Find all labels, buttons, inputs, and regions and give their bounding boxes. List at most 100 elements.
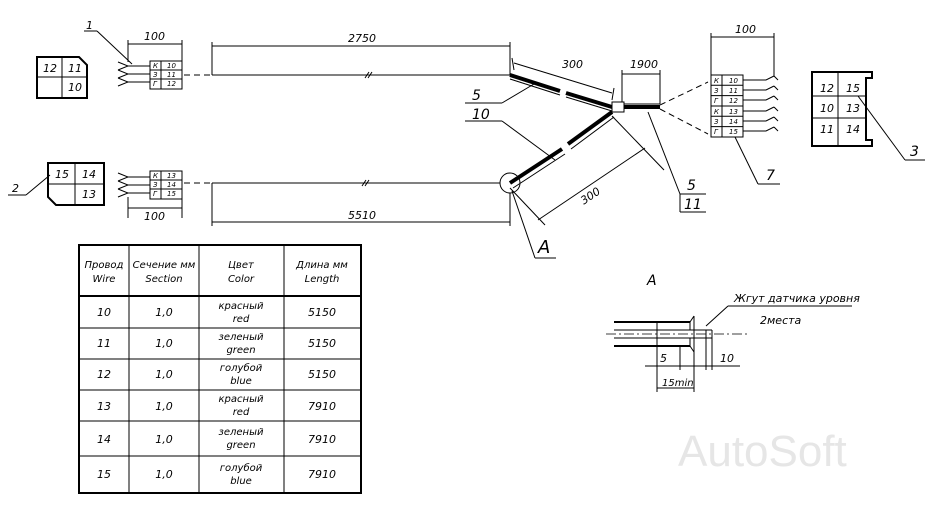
detail-harness-label: Жгут датчика уровня — [733, 292, 860, 305]
table-cell-wire: 11 — [97, 337, 111, 350]
table-cell-color: красный — [219, 301, 264, 312]
detail-dimension: 15min — [662, 378, 694, 389]
table-cell-length: 7910 — [308, 433, 336, 446]
callout-5-10: 5 10 — [465, 83, 556, 161]
plug-pin: 10 — [68, 81, 82, 94]
terminal-code: З — [153, 71, 158, 79]
terminal-code: З — [714, 87, 719, 95]
table-cell-length: 7910 — [308, 468, 336, 481]
table-header: Сечение мм — [133, 260, 196, 271]
branch-lower: 300 — [499, 110, 665, 226]
table-cell-section: 1,0 — [155, 433, 173, 446]
plug-pin: 12 — [820, 82, 834, 95]
table-cell-color: красный — [219, 394, 264, 405]
table-cell-color: голубой — [220, 462, 263, 474]
table-cell-color: blue — [230, 376, 252, 387]
terminal-wire: 11 — [167, 71, 176, 79]
plug-pin: 15 — [55, 168, 69, 181]
table-cell-color: зеленый — [219, 332, 264, 343]
plug-bottom-left: 15 14 13 — [47, 162, 105, 206]
callout-view-a: A — [511, 190, 556, 259]
table-cell-section: 1,0 — [155, 368, 173, 381]
terminal-code: К — [153, 62, 159, 70]
terminal-wire: 14 — [729, 118, 738, 126]
table-cell-wire: 13 — [97, 400, 111, 413]
terminal-bottom: К 13 З 14 Г 15 100 — [117, 170, 183, 223]
table-header: Цвет — [228, 260, 255, 271]
callout-5-11: 5 11 — [647, 111, 706, 213]
detail-dimension: 5 — [660, 352, 667, 365]
terminal-wire: 15 — [167, 190, 176, 198]
table-cell-wire: 14 — [97, 433, 111, 446]
terminal-code: Г — [153, 190, 158, 198]
table-header: Section — [145, 274, 182, 285]
terminal-wire: 13 — [729, 108, 738, 116]
detail-a: A 5 10 15min Жгут датчика уровня 2места — [606, 273, 860, 392]
terminal-wire: 14 — [167, 181, 176, 189]
terminal-code: З — [714, 118, 719, 126]
terminal-code: Г — [714, 128, 719, 136]
table-cell-color: green — [226, 345, 255, 356]
callout-label: 7 — [766, 168, 775, 184]
callout-2: 2 — [8, 174, 51, 196]
callout-label: 3 — [910, 144, 919, 160]
table-cell-section: 1,0 — [155, 337, 173, 350]
watermark: AutoSoft — [678, 427, 847, 476]
table-cell-section: 1,0 — [155, 400, 173, 413]
terminal-right: К 10 З 11 Г 12 К 13 З 14 Г 15 100 7 — [710, 23, 780, 185]
plug-pin: 11 — [820, 123, 834, 136]
callout-label: 2 — [12, 182, 19, 195]
table-cell-length: 5150 — [308, 306, 336, 319]
detail-title: A — [646, 273, 657, 289]
table-cell-section: 1,0 — [155, 468, 173, 481]
plug-right: 12 15 10 13 11 14 3 — [811, 71, 925, 161]
branch-upper: 300 — [509, 57, 615, 112]
callout-label: 1 — [86, 19, 93, 32]
bottom-wire: 5510 — [184, 179, 511, 226]
terminal-wire: 12 — [729, 97, 738, 105]
terminal-wire: 11 — [729, 87, 738, 95]
terminal-code: З — [153, 181, 158, 189]
plug-pin: 12 — [43, 62, 57, 75]
callout-label: 10 — [472, 107, 490, 123]
top-wire: 2750 — [184, 32, 511, 79]
table-cell-color: голубой — [220, 362, 263, 374]
detail-dimension: 10 — [720, 352, 734, 365]
fanout-dashes — [659, 81, 709, 135]
table-cell-color: зеленый — [219, 427, 264, 438]
terminal-wire: 12 — [167, 80, 176, 88]
plug-pin: 15 — [846, 82, 860, 95]
terminal-code: Г — [714, 97, 719, 105]
terminal-code: К — [153, 172, 159, 180]
plug-pin: 14 — [846, 123, 860, 136]
dimension-label: 100 — [735, 23, 756, 36]
plug-pin: 13 — [82, 188, 96, 201]
terminal-code: К — [714, 108, 720, 116]
dimension-label: 2750 — [348, 32, 376, 45]
table-cell-wire: 10 — [97, 306, 111, 319]
table-cell-wire: 15 — [97, 468, 111, 481]
callout-label: 11 — [684, 197, 702, 213]
table-cell-length: 5150 — [308, 337, 336, 350]
plug-pin: 10 — [820, 102, 834, 115]
terminal-wire: 13 — [167, 172, 176, 180]
table-cell-color: red — [233, 314, 250, 325]
terminal-code: К — [714, 77, 720, 85]
dimension-label: 100 — [144, 30, 165, 43]
junction: 1900 — [611, 58, 661, 113]
table-cell-color: green — [226, 440, 255, 451]
table-cell-length: 5150 — [308, 368, 336, 381]
table-header: Color — [228, 274, 255, 285]
table-header: Wire — [93, 274, 116, 285]
detail-places-label: 2места — [760, 314, 802, 327]
plug-pin: 11 — [68, 62, 82, 75]
plug-pin: 14 — [82, 168, 96, 181]
table-header: Length — [305, 274, 340, 285]
terminal-wire: 15 — [729, 128, 738, 136]
table-cell-length: 7910 — [308, 400, 336, 413]
table-cell-color: blue — [230, 476, 252, 487]
terminal-wire: 10 — [167, 62, 176, 70]
dimension-label: 5510 — [348, 209, 376, 222]
callout-label: A — [537, 237, 550, 258]
